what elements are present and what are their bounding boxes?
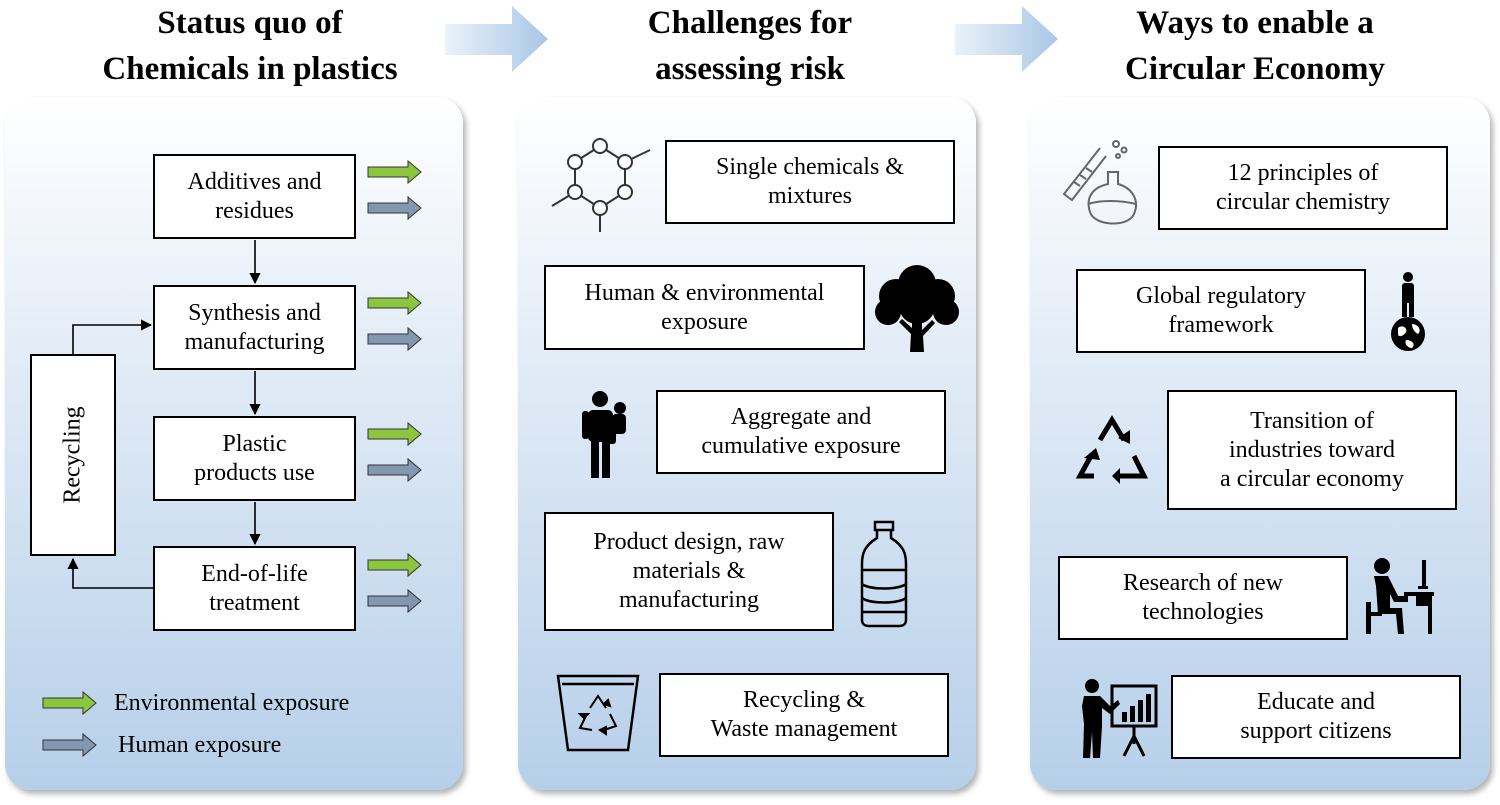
challenge-recycling-waste: Recycling & Waste management [659, 673, 949, 757]
column-title-challenges: Challenges for assessing risk [647, 5, 853, 87]
challenge-product-design: Product design, raw materials & manufact… [544, 512, 834, 631]
lab-flask-icon [1062, 140, 1137, 225]
solution-educate-citizens: Educate and support citizens [1171, 675, 1461, 759]
human-exposure-arrow-1 [367, 195, 422, 221]
legend-env-arrow [42, 690, 97, 716]
human-exposure-arrow-3 [367, 457, 422, 483]
challenge-human-environmental-exposure: Human & environmental exposure [544, 265, 865, 350]
solution-industry-transition: Transition of industries toward a circul… [1167, 390, 1457, 510]
human-exposure-arrow-4 [367, 588, 422, 614]
legend-human-exposure: Human exposure [118, 732, 282, 758]
challenge-single-chemicals-mixtures: Single chemicals & mixtures [665, 140, 955, 224]
solution-global-regulatory-framework: Global regulatory framework [1076, 269, 1366, 353]
recycle-icon [1075, 415, 1149, 484]
env-exposure-arrow-1 [367, 159, 422, 185]
stage-additives-residues: Additives and residues [153, 154, 356, 239]
solution-research-technologies: Research of new technologies [1058, 556, 1348, 640]
stage-plastic-products-use: Plastic products use [153, 416, 356, 501]
parent-child-icon [582, 391, 626, 478]
tree-icon [875, 265, 959, 352]
stage-synthesis-manufacturing: Synthesis and manufacturing [153, 285, 356, 370]
flow-arrow-2 [955, 6, 1058, 72]
stage-end-of-life-treatment: End-of-life treatment [153, 546, 356, 631]
recycling-bin-icon [556, 674, 640, 752]
person-at-computer-icon [1366, 558, 1434, 634]
challenge-aggregate-cumulative-exposure: Aggregate and cumulative exposure [656, 390, 946, 474]
flow-arrow-1 [445, 6, 548, 72]
solution-circular-chemistry: 12 principles of circular chemistry [1158, 146, 1448, 230]
recycling-box: Recycling [30, 354, 116, 556]
molecule-icon [551, 138, 651, 232]
person-on-globe-icon [1391, 272, 1425, 351]
legend-human-arrow [42, 732, 97, 758]
env-exposure-arrow-4 [367, 552, 422, 578]
recycle-feed-line [72, 319, 153, 354]
header-flow-arrows [445, 6, 1058, 72]
env-exposure-arrow-3 [367, 421, 422, 447]
legend-environmental-exposure: Environmental exposure [114, 690, 350, 716]
recycle-return-line [67, 557, 153, 589]
presenter-icon [1082, 679, 1158, 758]
column-title-circular-economy: Ways to enable a Circular Economy [1124, 5, 1386, 87]
human-exposure-arrow-2 [367, 326, 422, 352]
bottle-icon [860, 520, 908, 628]
env-exposure-arrow-2 [367, 290, 422, 316]
column-title-status-quo: Status quo of Chemicals in plastics [102, 5, 398, 87]
